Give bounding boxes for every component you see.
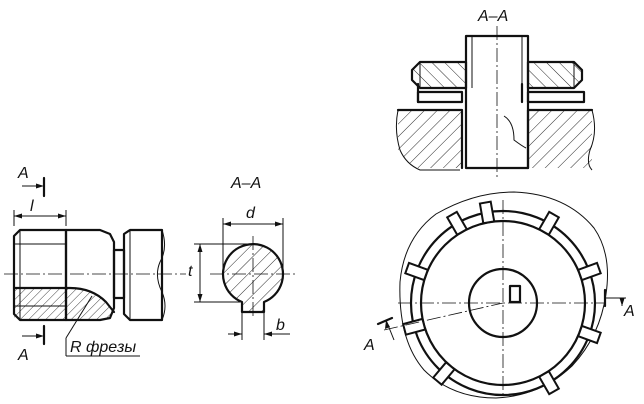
dim-d-arrow-right bbox=[275, 221, 283, 227]
nut-right-hatch bbox=[528, 62, 582, 88]
dim-d-label: d bbox=[246, 205, 256, 222]
housing-left-edge bbox=[396, 108, 464, 170]
cut-mark-left bbox=[376, 316, 394, 326]
callout-radius-text: R фрезы bbox=[70, 339, 136, 356]
washer-break-contour bbox=[399, 191, 608, 399]
housing-break-left bbox=[395, 109, 460, 171]
housing-break-right bbox=[587, 109, 596, 171]
section-title-top: A–A bbox=[477, 8, 508, 25]
shaft-keyway-edge bbox=[503, 115, 527, 149]
dim-b-arrow-left bbox=[234, 331, 242, 337]
nut-left-hatch bbox=[412, 62, 466, 88]
dim-t-label: t bbox=[188, 263, 193, 280]
section-label-a-left: A bbox=[363, 337, 375, 354]
washer-tooth bbox=[537, 210, 561, 237]
dim-b-label: b bbox=[276, 317, 285, 334]
cut-arrow-left-head bbox=[385, 320, 390, 329]
washer-tooth bbox=[537, 369, 561, 396]
cut-line-diagonal bbox=[383, 302, 504, 331]
dim-l-arrow-right bbox=[58, 213, 66, 219]
shaft-section-outline bbox=[464, 34, 530, 170]
break-line bbox=[156, 229, 166, 321]
housing-right-hatch bbox=[528, 110, 592, 168]
callout-leader bbox=[65, 295, 93, 339]
shaft-side-view: l A A R фрезы bbox=[4, 165, 186, 364]
section-label-a-bottom: A bbox=[17, 347, 29, 364]
washer-tooth bbox=[401, 317, 427, 336]
cut-arrow-bottom-head bbox=[36, 333, 44, 339]
assembly-section: A–A bbox=[395, 8, 596, 178]
washer-inner-tab bbox=[508, 284, 522, 304]
dim-t-arrow-top bbox=[197, 244, 203, 252]
washer-tooth bbox=[431, 360, 456, 387]
section-title-mid: A–A bbox=[230, 175, 261, 192]
washer-tooth bbox=[576, 324, 602, 345]
dim-l-label: l bbox=[30, 198, 34, 215]
washer-tooth bbox=[445, 210, 469, 237]
washer-tooth bbox=[404, 261, 430, 282]
keyway-local-section-hatch bbox=[14, 288, 114, 320]
washer-tooth bbox=[576, 261, 602, 282]
shaft-cross-section: A–A d t b bbox=[188, 175, 296, 340]
dim-b-arrow-right bbox=[264, 331, 272, 337]
dim-d-arrow-left bbox=[223, 221, 231, 227]
section-label-a-top: A bbox=[17, 165, 29, 182]
section-outline bbox=[221, 243, 285, 314]
dim-l-arrow-left bbox=[14, 213, 22, 219]
keyway-cut-edge bbox=[12, 286, 116, 314]
dim-t-arrow-bottom bbox=[197, 294, 203, 302]
washer-teeth-group bbox=[401, 200, 602, 396]
housing-left-hatch bbox=[398, 110, 462, 168]
washer-left bbox=[416, 90, 464, 104]
cut-arrow-top-head bbox=[36, 183, 44, 189]
washer-plan-view: A A bbox=[363, 191, 635, 399]
washer-tooth bbox=[478, 200, 496, 225]
washer-right bbox=[526, 90, 586, 104]
section-hatch bbox=[223, 244, 284, 312]
section-label-a-right: A bbox=[623, 303, 635, 320]
